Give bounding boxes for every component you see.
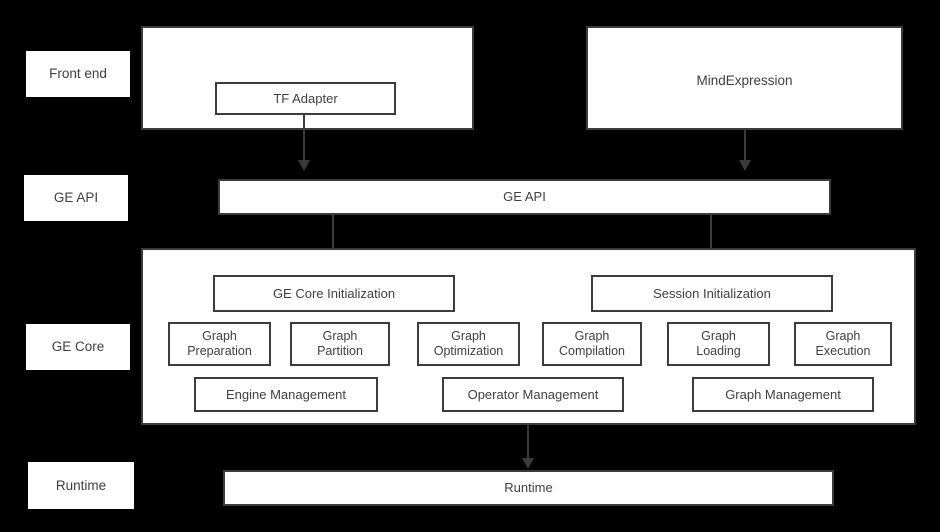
module-graph-optimization[interactable]: Graph Optimization: [417, 322, 520, 366]
connector-geapi-to-sessioninit: [710, 215, 712, 259]
ge-api-bar-label: GE API: [503, 189, 546, 205]
tensorflow-panel[interactable]: Tensorflow TF Adapter: [141, 26, 474, 130]
engine-management-label: Engine Management: [226, 386, 346, 402]
module-graph-partition[interactable]: Graph Partition: [290, 322, 390, 366]
layer-label-runtime-text: Runtime: [55, 477, 107, 493]
layer-label-ge-core-text: GE Core: [51, 339, 105, 355]
module-graph-loading[interactable]: Graph Loading: [667, 322, 770, 366]
engine-management-box[interactable]: Engine Management: [194, 377, 378, 412]
layer-label-ge-api-text: GE API: [53, 190, 99, 206]
module-graph-compilation-label: Graph Compilation: [558, 329, 625, 358]
module-graph-partition-label: Graph Partition: [317, 329, 363, 358]
module-graph-preparation-label: Graph Preparation: [187, 329, 252, 358]
module-graph-compilation[interactable]: Graph Compilation: [542, 322, 642, 366]
ge-core-panel[interactable]: GE Core Initialization Session Initializ…: [141, 248, 916, 425]
module-graph-loading-label: Graph Loading: [696, 329, 741, 358]
module-graph-execution-label: Graph Execution: [815, 329, 871, 358]
layer-label-runtime: Runtime: [28, 462, 134, 509]
ge-core-initialization-label: GE Core Initialization: [272, 285, 396, 301]
runtime-bar[interactable]: Runtime: [223, 470, 834, 506]
ge-api-bar[interactable]: GE API: [218, 179, 831, 215]
mindexpression-title: MindExpression: [696, 73, 793, 88]
connector-geapi-to-gecoreinit: [332, 215, 334, 259]
module-graph-optimization-label: Graph Optimization: [433, 329, 504, 358]
graph-management-box[interactable]: Graph Management: [692, 377, 874, 412]
connector-gecore-to-runtime: [527, 425, 529, 461]
session-initialization-box[interactable]: Session Initialization: [591, 275, 833, 312]
operator-management-label: Operator Management: [467, 386, 599, 402]
tf-adapter-label: TF Adapter: [273, 90, 338, 106]
ge-core-initialization-box[interactable]: GE Core Initialization: [213, 275, 455, 312]
layer-label-ge-core: GE Core: [26, 324, 130, 370]
arrowhead-gecore-to-runtime: [522, 458, 534, 469]
layer-label-front-end-text: Front end: [49, 66, 107, 82]
tf-adapter-box[interactable]: TF Adapter: [215, 82, 396, 115]
runtime-bar-label: Runtime: [504, 480, 553, 496]
arrowhead-mindexpression-to-geapi: [739, 160, 751, 171]
graph-management-label: Graph Management: [725, 386, 841, 402]
connector-tfadapter-to-geapi: [303, 113, 305, 163]
mindexpression-panel[interactable]: MindExpression: [586, 26, 903, 130]
arrowhead-tfadapter-to-geapi: [298, 160, 310, 171]
layer-label-ge-api: GE API: [24, 175, 128, 221]
session-initialization-label: Session Initialization: [653, 285, 771, 301]
operator-management-box[interactable]: Operator Management: [442, 377, 624, 412]
module-graph-execution[interactable]: Graph Execution: [794, 322, 892, 366]
layer-label-front-end: Front end: [26, 51, 130, 97]
connector-mindexpression-to-geapi: [744, 130, 746, 163]
module-graph-preparation[interactable]: Graph Preparation: [168, 322, 271, 366]
